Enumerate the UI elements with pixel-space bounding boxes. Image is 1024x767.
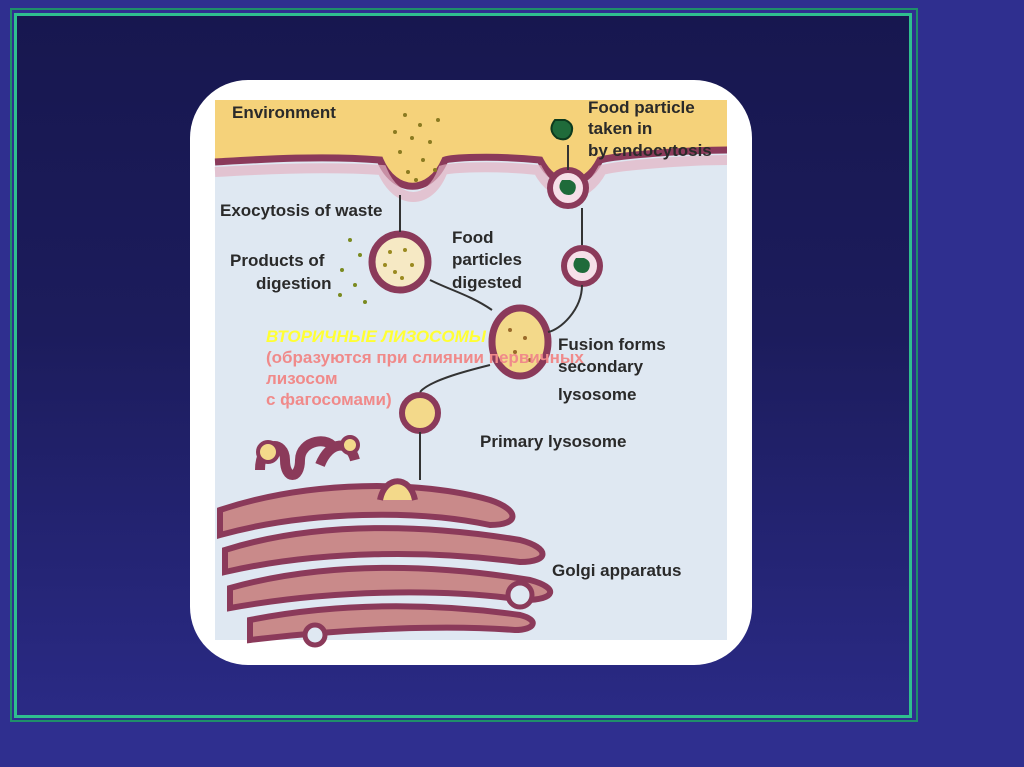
label-fusion-3: lysosome (558, 385, 636, 404)
annotation-line-3: с фагосомами) (266, 390, 392, 409)
label-food-taken-1: Food particle (588, 98, 695, 117)
food-particle-icon (559, 180, 576, 195)
label-digested-2: particles (452, 250, 522, 269)
diagram-panel: Environment Food particle taken in by en… (190, 80, 752, 665)
label-digested-1: Food (452, 228, 494, 247)
label-primary-lysosome: Primary lysosome (480, 432, 626, 451)
digested-dots (383, 248, 414, 280)
label-digested-3: digested (452, 273, 522, 292)
lysosome-diagram: Environment Food particle taken in by en… (214, 98, 728, 648)
annotation-line-1: (образуются при слиянии первичных (266, 348, 584, 367)
label-food-taken-3: by endocytosis (588, 141, 712, 160)
waste-particles (393, 113, 440, 182)
golgi-apparatus (217, 435, 554, 648)
label-food-taken-2: taken in (588, 119, 652, 138)
label-exocytosis: Exocytosis of waste (220, 201, 383, 220)
slide-frame-outer (10, 8, 918, 722)
primary-lysosome (399, 392, 441, 434)
plasma-membrane (214, 146, 728, 190)
label-products-2: digestion (256, 274, 332, 293)
digesting-lysosome (368, 230, 432, 294)
process-arrows (399, 145, 583, 480)
environment-region (215, 100, 727, 187)
label-products-1: Products of (230, 251, 325, 270)
food-particle-icon (573, 258, 590, 273)
label-golgi: Golgi apparatus (552, 561, 681, 580)
food-particle-icon (550, 119, 574, 141)
label-environment: Environment (232, 103, 336, 122)
label-fusion-1: Fusion forms (558, 335, 666, 354)
label-fusion-2: secondary (558, 357, 644, 376)
russian-annotation: ВТОРИЧНЫЕ ЛИЗОСОМЫ (образуются при слиян… (266, 326, 766, 410)
enzyme-dots (508, 328, 532, 362)
product-particles (338, 238, 367, 304)
secondary-lysosome (488, 304, 552, 380)
membrane-inner-band (214, 155, 728, 202)
annotation-line-2: лизосом (266, 369, 338, 388)
annotation-title: ВТОРИЧНЫЕ ЛИЗОСОМЫ (266, 327, 486, 346)
